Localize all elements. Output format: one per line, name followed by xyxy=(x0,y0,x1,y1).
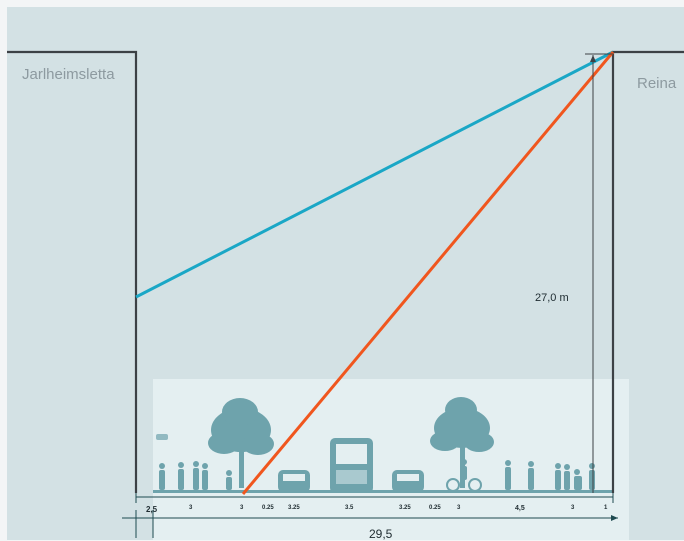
sightline-orange xyxy=(241,51,615,495)
street-scene-panel xyxy=(153,379,629,540)
segment-width: 3 xyxy=(571,505,575,511)
segment-width: 3.25 xyxy=(399,505,411,511)
segment-width: 2,5 xyxy=(146,505,158,514)
pedestrian-icon xyxy=(159,461,232,490)
segment-width: 0.25 xyxy=(429,505,441,511)
segment-width: 0.25 xyxy=(262,505,274,511)
segment-width: 3 xyxy=(457,505,461,511)
left-area-label: Jarlheimsletta xyxy=(22,66,115,83)
pedestrian-icon xyxy=(505,460,595,490)
segment-dimension-line xyxy=(135,493,614,503)
bus-icon xyxy=(330,438,373,493)
tree-icon xyxy=(208,398,274,488)
segment-width: 1 xyxy=(604,505,608,511)
height-dimension-label: 27,0 m xyxy=(535,292,569,304)
car-icon xyxy=(392,470,424,492)
total-dimension-line xyxy=(122,510,618,538)
car-icon xyxy=(278,470,310,492)
left-building-wall xyxy=(7,50,138,493)
height-dimension-line xyxy=(585,53,613,493)
segment-width: 4,5 xyxy=(515,505,525,512)
segment-width: 3.25 xyxy=(288,505,300,511)
segment-width: 3.5 xyxy=(345,505,354,511)
total-width-label: 29,5 xyxy=(369,527,393,541)
segment-width: 3 xyxy=(189,505,193,511)
sightline-blue xyxy=(135,50,614,299)
right-area-label: Reina xyxy=(637,75,677,92)
street-silhouettes xyxy=(153,397,613,493)
segment-width: 3 xyxy=(240,505,244,511)
